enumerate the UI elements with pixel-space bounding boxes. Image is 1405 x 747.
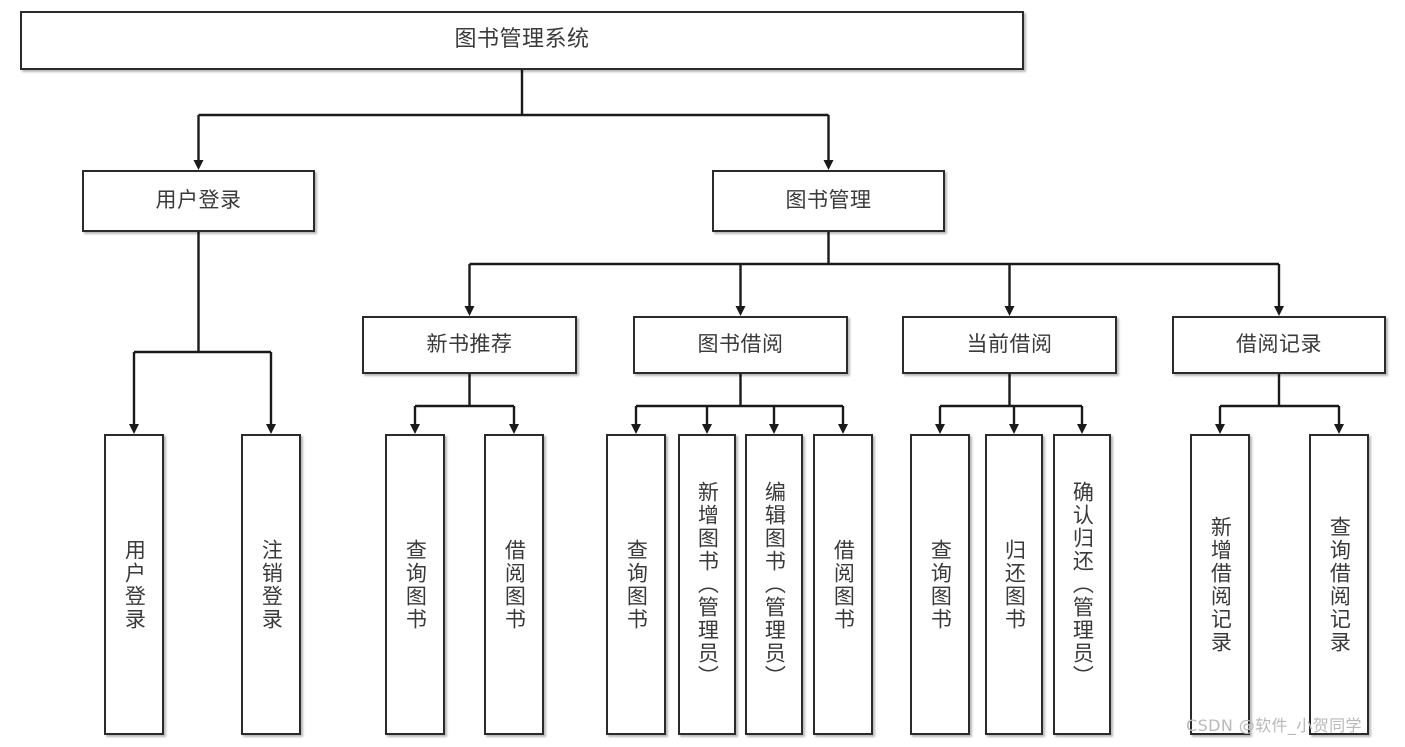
watermark-label: CSDN @软件_小贺同学 — [1186, 716, 1362, 735]
node-leaf-confirm-return-label: 确认归还（管理员） — [1070, 481, 1095, 688]
connector-bus-book-manage — [469, 232, 1279, 266]
node-user-login-label: 用户登录 — [155, 188, 242, 213]
node-leaf-query-book-rec[interactable]: 查询图书 — [385, 434, 445, 735]
node-leaf-query-book-brw[interactable]: 查询图书 — [606, 434, 666, 735]
node-book-borrow-label: 图书借阅 — [697, 332, 784, 357]
node-leaf-edit-book-label: 编辑图书（管理员） — [762, 481, 787, 688]
node-leaf-query-book-brw-label: 查询图书 — [624, 538, 649, 631]
node-leaf-user-logout[interactable]: 注销登录 — [241, 434, 301, 735]
node-borrow-record-label: 借阅记录 — [1236, 332, 1322, 357]
node-user-login[interactable]: 用户登录 — [82, 170, 315, 232]
node-root-label: 图书管理系统 — [454, 27, 590, 53]
node-leaf-return-book[interactable]: 归还图书 — [985, 434, 1043, 735]
node-borrow-record[interactable]: 借阅记录 — [1172, 316, 1386, 374]
node-root[interactable]: 图书管理系统 — [20, 11, 1024, 70]
node-leaf-borrow-book-rec-label: 借阅图书 — [502, 538, 527, 631]
node-leaf-add-record[interactable]: 新增借阅记录 — [1190, 434, 1250, 735]
node-leaf-query-record-label: 查询借阅记录 — [1327, 515, 1352, 654]
node-leaf-borrow-book-rec[interactable]: 借阅图书 — [484, 434, 544, 735]
node-new-book-recommend[interactable]: 新书推荐 — [362, 316, 577, 374]
node-leaf-add-book[interactable]: 新增图书（管理员） — [678, 434, 736, 735]
connector-bus-user-login — [134, 232, 271, 354]
node-book-manage[interactable]: 图书管理 — [712, 170, 945, 232]
node-book-borrow[interactable]: 图书借阅 — [633, 316, 848, 374]
node-leaf-query-book-rec-label: 查询图书 — [403, 538, 428, 631]
node-leaf-borrow-book-brw[interactable]: 借阅图书 — [813, 434, 873, 735]
node-leaf-query-book-cur-label: 查询图书 — [928, 538, 953, 631]
node-leaf-return-book-label: 归还图书 — [1002, 538, 1027, 631]
node-leaf-edit-book[interactable]: 编辑图书（管理员） — [745, 434, 803, 735]
node-leaf-user-logout-label: 注销登录 — [259, 538, 284, 631]
connector-bus-new-book-recommend — [415, 374, 514, 408]
node-current-borrow-label: 当前借阅 — [966, 332, 1053, 357]
node-current-borrow[interactable]: 当前借阅 — [902, 316, 1117, 374]
connector-bus-current-borrow — [940, 374, 1082, 408]
node-leaf-user-login[interactable]: 用户登录 — [104, 434, 164, 735]
node-leaf-add-book-label: 新增图书（管理员） — [695, 481, 720, 688]
node-new-book-recommend-label: 新书推荐 — [426, 332, 513, 357]
node-book-manage-label: 图书管理 — [785, 188, 872, 213]
connector-bus-book-borrow — [636, 374, 843, 408]
node-leaf-add-record-label: 新增借阅记录 — [1208, 515, 1233, 654]
connector-bus-borrow-record — [1220, 374, 1339, 408]
node-leaf-confirm-return[interactable]: 确认归还（管理员） — [1053, 434, 1111, 735]
node-leaf-query-book-cur[interactable]: 查询图书 — [910, 434, 970, 735]
connector-bus-root — [198, 70, 829, 117]
node-leaf-borrow-book-brw-label: 借阅图书 — [831, 538, 856, 631]
node-leaf-query-record[interactable]: 查询借阅记录 — [1309, 434, 1369, 735]
node-leaf-user-login-label: 用户登录 — [122, 538, 147, 631]
